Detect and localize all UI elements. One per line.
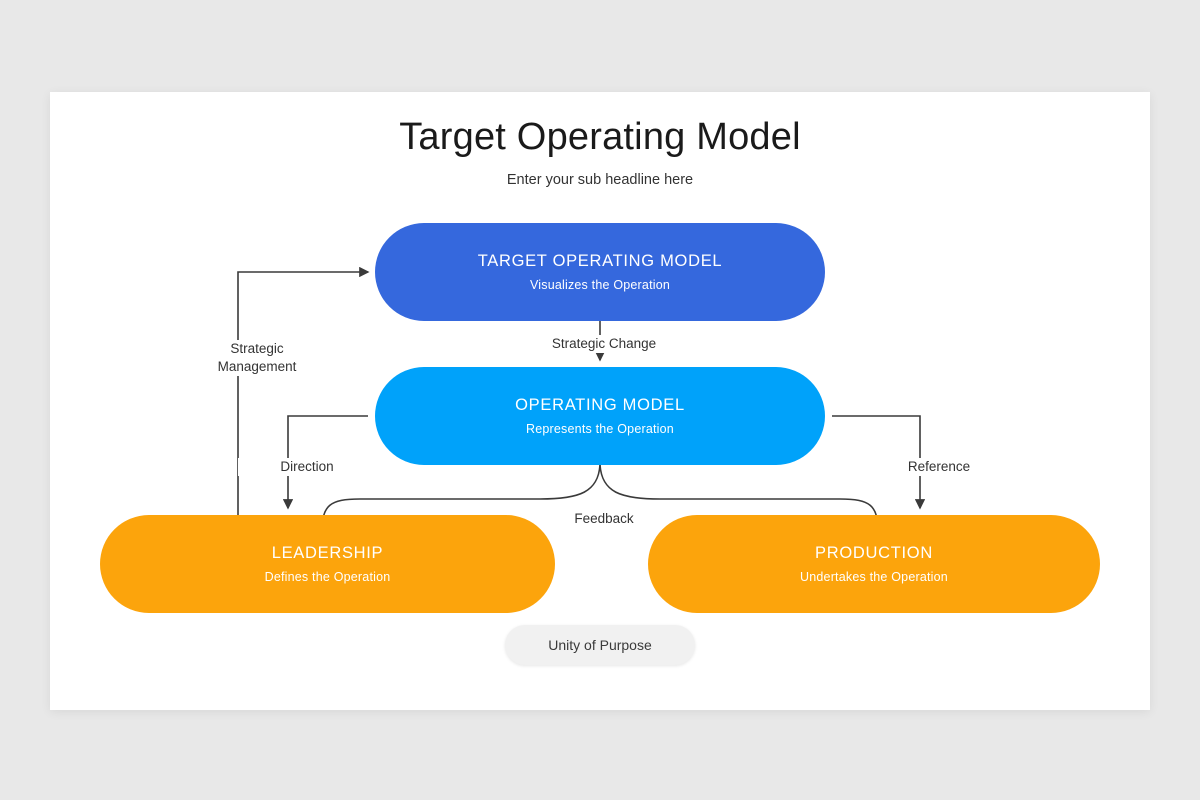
connector-label-direction: Direction [238, 458, 376, 477]
node-target-operating-model[interactable]: TARGET OPERATING MODEL Visualizes the Op… [375, 223, 825, 321]
node-subtitle: Visualizes the Operation [529, 278, 671, 293]
slide-card: Target Operating Model Enter your sub he… [50, 92, 1150, 710]
node-subtitle: Undertakes the Operation [800, 570, 948, 585]
connector-path-feedback-right [599, 464, 884, 534]
node-leadership[interactable]: LEADERSHIP Defines the Operation [100, 515, 555, 613]
connector-path-direction [282, 415, 368, 510]
connector-path-strategic-management [237, 266, 370, 515]
page-subtitle: Enter your sub headline here [506, 172, 694, 188]
node-operating-model[interactable]: OPERATING MODEL Represents the Operation [375, 367, 825, 465]
page-title: Target Operating Model [399, 116, 801, 158]
node-title: OPERATING MODEL [515, 395, 685, 414]
connector-label-line-1: Strategic [230, 341, 284, 356]
unity-of-purpose-label: Unity of Purpose [548, 637, 652, 653]
node-subtitle: Represents the Operation [526, 422, 674, 437]
connector-label-line-2: Management [217, 359, 297, 375]
node-subtitle: Defines the Operation [264, 570, 391, 585]
node-title: PRODUCTION [815, 543, 933, 562]
connector-path-reference [832, 415, 926, 510]
unity-of-purpose-pill[interactable]: Unity of Purpose [505, 625, 695, 665]
node-production[interactable]: PRODUCTION Undertakes the Operation [648, 515, 1100, 613]
connector-label-feedback: Feedback [550, 510, 658, 529]
node-title: TARGET OPERATING MODEL [477, 251, 723, 270]
connector-label-strategic-change: Strategic Change [510, 335, 698, 354]
connector-label-reference: Reference [870, 458, 1008, 477]
node-title: LEADERSHIP [271, 543, 384, 562]
connector-path-feedback-left [316, 464, 601, 534]
connector-diagram [237, 266, 926, 534]
